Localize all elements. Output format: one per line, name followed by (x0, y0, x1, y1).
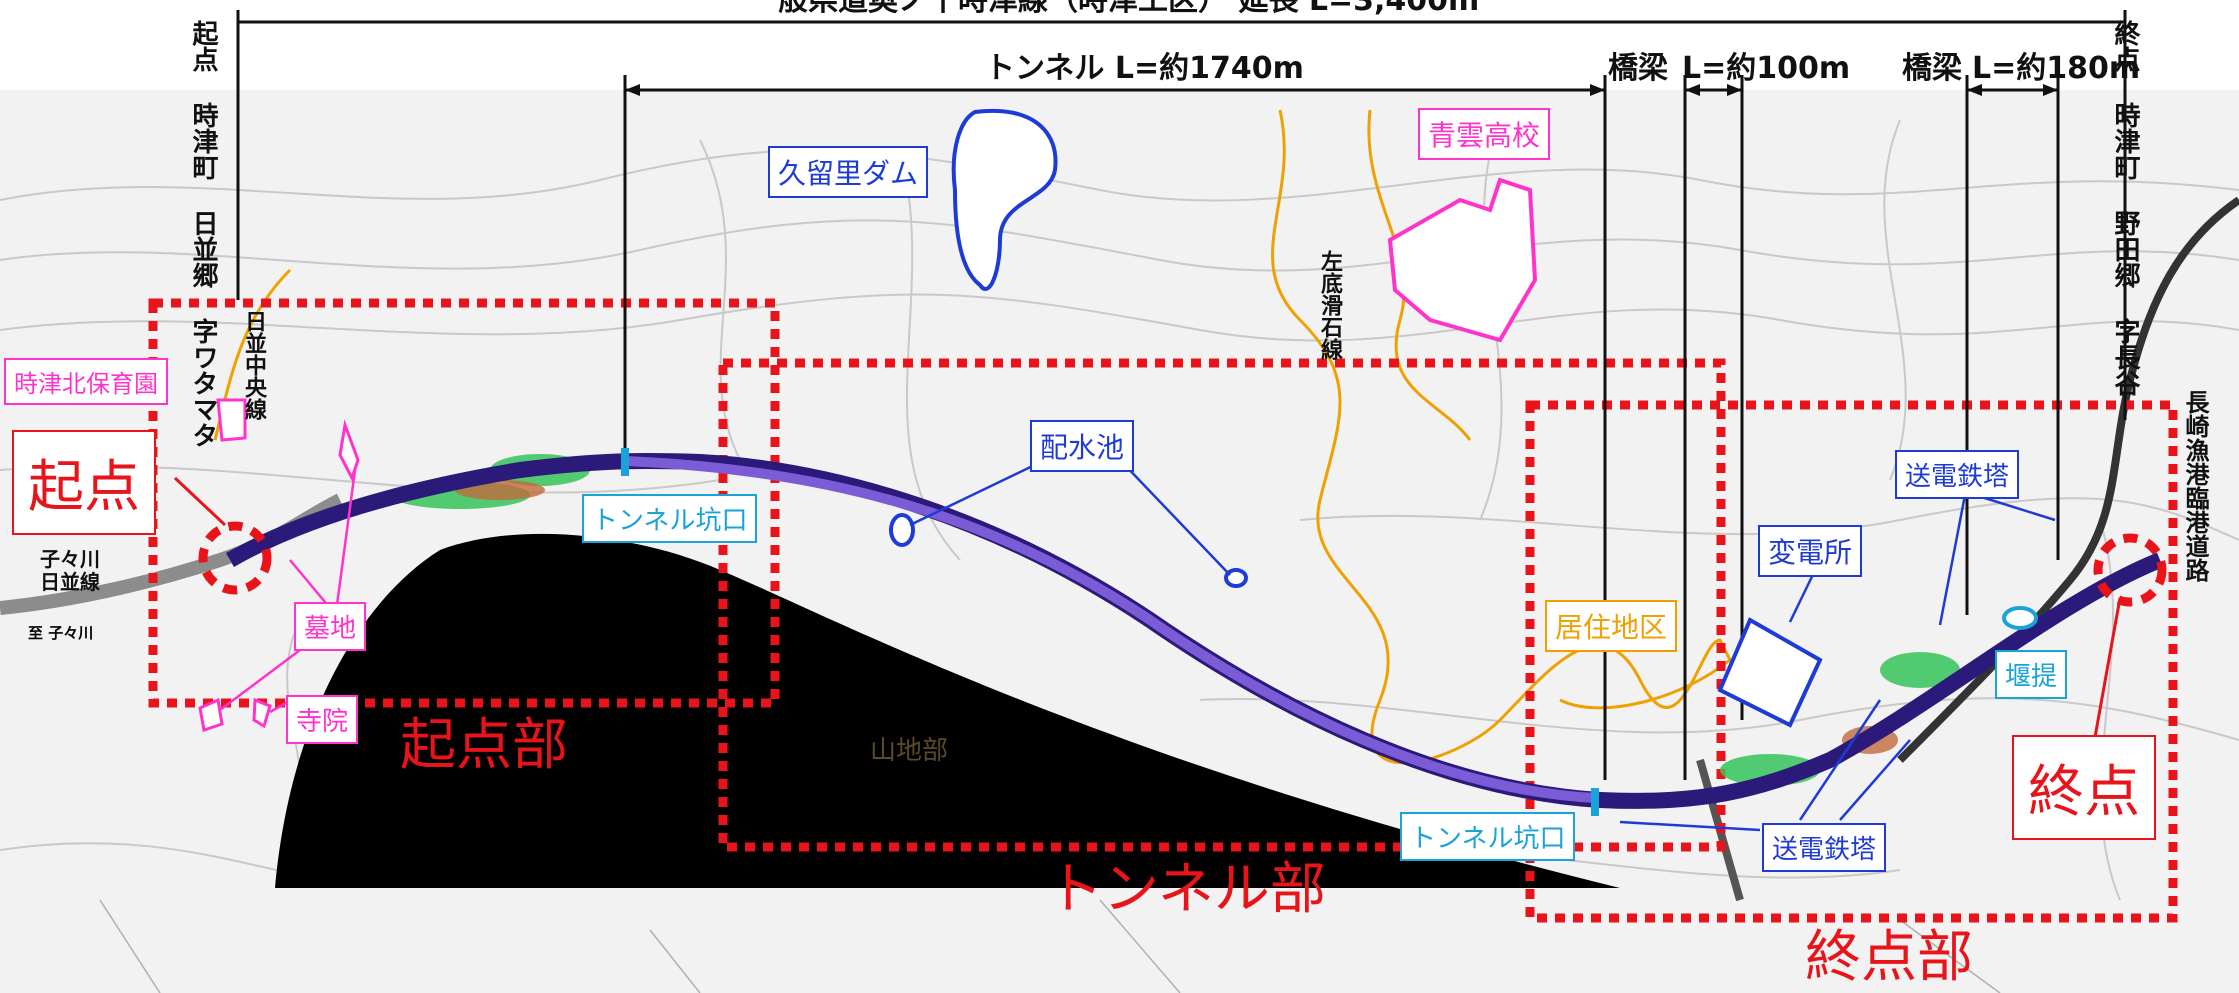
portal-west-label: トンネル坑口 (582, 494, 758, 543)
start-zone-label: 起点部 (400, 713, 568, 778)
reservoir-shape-2 (1224, 568, 1248, 588)
end-zone-label: 終点部 (1805, 925, 1973, 990)
temple-label: 寺院 (286, 695, 359, 744)
portal-east-label: トンネル坑口 (1400, 812, 1576, 861)
end-location-text: 終点 時津町 野田郷 字長谷 (2110, 20, 2140, 396)
bridge1-length-label: L=約100m (1682, 51, 1851, 86)
weir-label: 堰提 (1995, 650, 2068, 699)
substation-label: 変電所 (1758, 525, 1863, 577)
nagasaki-port-road-label: 長崎漁港臨港道路 (2181, 390, 2209, 582)
dam-label: 久留里ダム (768, 146, 929, 198)
mountain-area (275, 533, 1620, 888)
cemetery-label: 墓地 (294, 602, 367, 651)
school-label: 青雲高校 (1418, 108, 1551, 160)
reservoir-label: 配水池 (1030, 420, 1135, 472)
reservoir-shape-1 (889, 513, 915, 547)
residential-boundary (1271, 109, 1732, 765)
end-label: 終点 (2012, 735, 2156, 840)
tunnel-zone-label: トンネル部 (1047, 857, 1326, 922)
mountain-label: 山地部 (870, 736, 949, 766)
start-location-text: 起点 時津町 日並郷 字ワタマタ (188, 20, 218, 448)
sazaki-road-label: 左底滑石線 (1317, 250, 1342, 360)
tower-bottom-label: 送電鉄塔 (1762, 823, 1887, 872)
residential-label: 居住地区 (1545, 600, 1678, 652)
tower-top-label: 送電鉄塔 (1895, 450, 2020, 499)
start-label: 起点 (12, 430, 156, 535)
route-title: 一般県道奥ノ十時津線（時津工区） 延長 L=3,400m (748, 0, 1480, 18)
school-shape (1387, 177, 1538, 343)
hinami-chuo-road-label: 日並中央線 (241, 310, 266, 420)
portal-west-mark (621, 448, 629, 476)
bridge2-label: 橋梁 (1902, 51, 1962, 86)
dimension-lines (236, 10, 2127, 780)
bridge1-label: 橋梁 (1608, 51, 1668, 86)
shikiri-small-label: 至 子々川 (28, 624, 94, 642)
start-marker (198, 521, 272, 595)
end-marker (2093, 533, 2167, 607)
shikiri-road-label: 子々川 日並線 (40, 547, 100, 594)
tunnel-length-label: トンネル L=約1740m (985, 51, 1304, 86)
dam-shape (951, 108, 1058, 291)
bridge2-length-label: L=約180m (1972, 51, 2141, 86)
nursery-label: 時津北保育園 (4, 358, 168, 405)
weir-shape (2002, 606, 2038, 630)
substation-shape (1717, 617, 1823, 728)
portal-east-mark (1591, 788, 1599, 816)
